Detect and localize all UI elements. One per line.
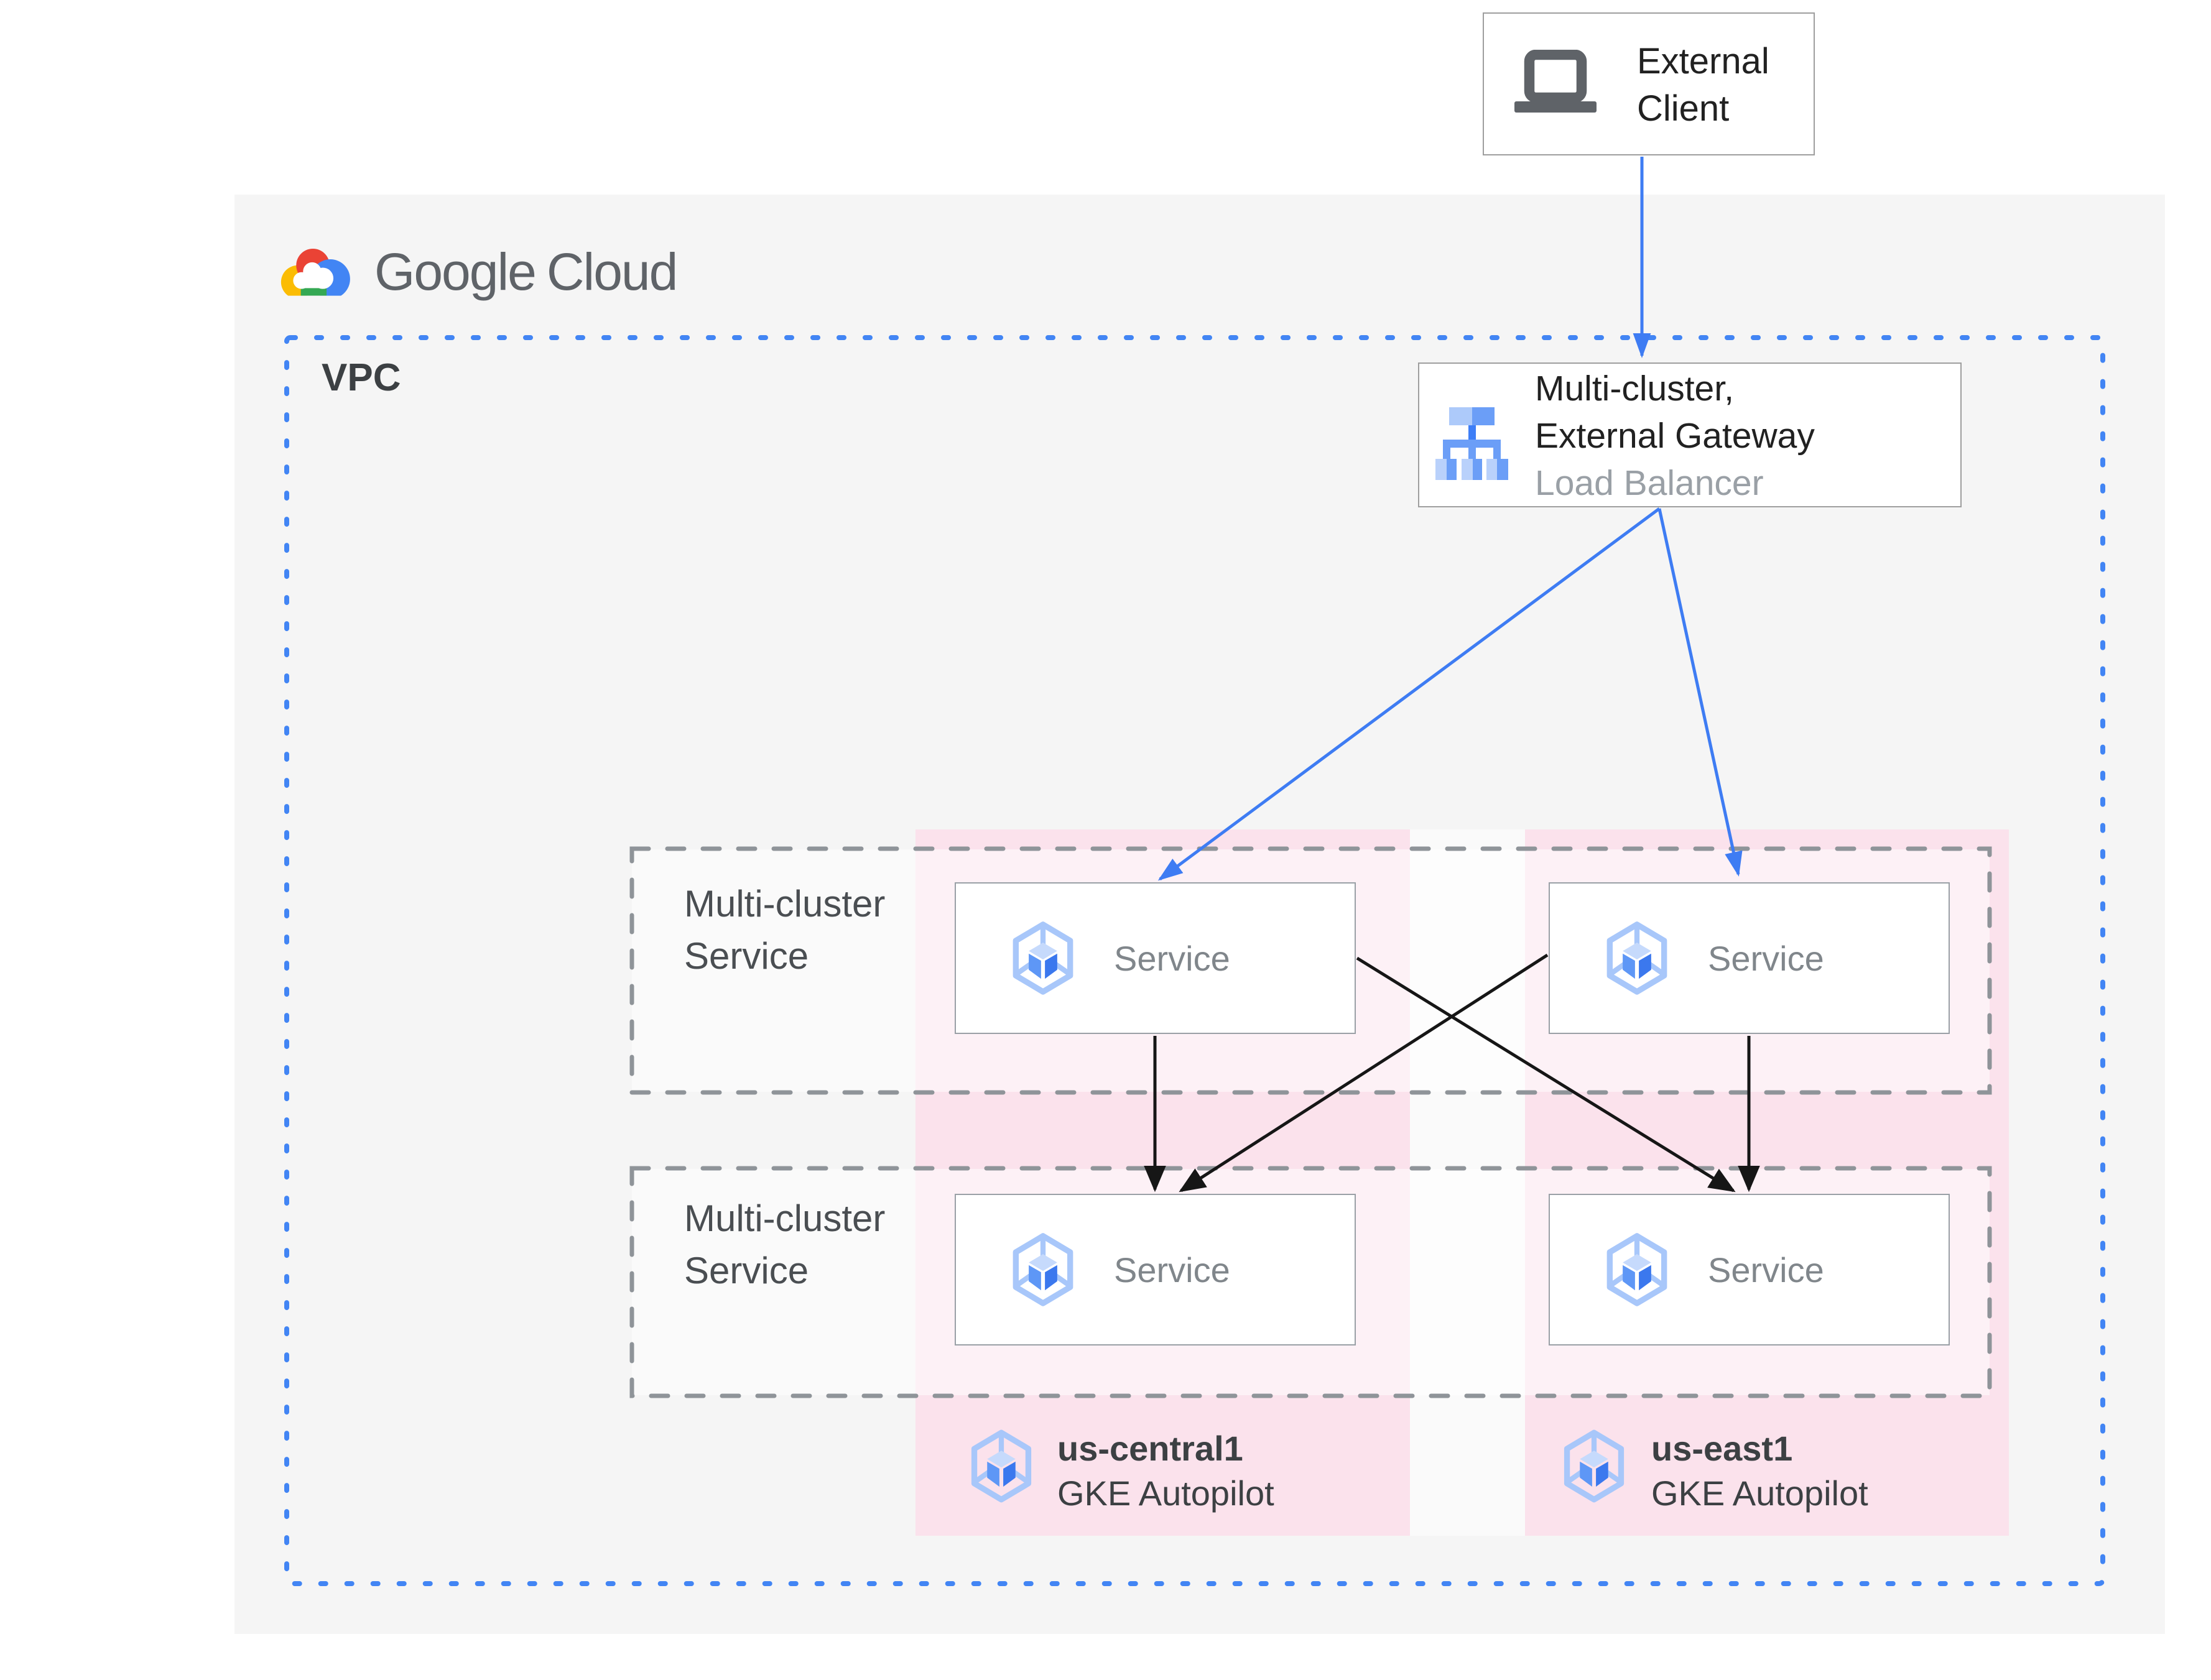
load-balancer-label: Multi-cluster, External Gateway Load Bal… — [1535, 365, 1815, 507]
region-name: us-east1 — [1651, 1429, 1793, 1468]
cluster-label-us-east1: us-east1 GKE Autopilot — [1651, 1426, 1868, 1516]
service-label: Service — [1114, 938, 1230, 978]
service-label: Service — [1708, 938, 1824, 978]
service-label: Service — [1114, 1250, 1230, 1290]
group-label-line2: Service — [684, 935, 809, 977]
external-client-box: External Client — [1483, 12, 1815, 155]
service-box-central-2: Service — [955, 1194, 1356, 1345]
group-label-line2: Service — [684, 1250, 809, 1291]
service-box-central-1: Service — [955, 882, 1356, 1034]
gke-cluster-icon — [969, 1429, 1034, 1503]
gke-service-icon — [1605, 920, 1669, 996]
external-client-line1: External — [1637, 41, 1769, 81]
group-label-line1: Multi-cluster — [684, 883, 886, 925]
gke-service-icon — [1605, 1232, 1669, 1308]
load-balancer-title-line1: Multi-cluster, — [1535, 369, 1734, 408]
brand-cloud: Cloud — [546, 242, 678, 301]
load-balancer-box: Multi-cluster, External Gateway Load Bal… — [1418, 362, 1962, 507]
laptop-icon — [1514, 50, 1597, 113]
service-group-1-label: Multi-cluster Service — [684, 878, 885, 982]
vpc-label: VPC — [322, 356, 401, 399]
load-balancer-icon — [1435, 407, 1508, 480]
cluster-label-us-central1: us-central1 GKE Autopilot — [1057, 1426, 1274, 1516]
load-balancer-subtitle: Load Balancer — [1535, 463, 1764, 503]
platform-name: GKE Autopilot — [1651, 1474, 1868, 1513]
service-box-east-1: Service — [1549, 882, 1950, 1034]
brand-google: Google — [374, 242, 537, 301]
gke-service-icon — [1011, 920, 1075, 996]
load-balancer-title-line2: External Gateway — [1535, 416, 1815, 456]
region-name: us-central1 — [1057, 1429, 1243, 1468]
external-client-line2: Client — [1637, 88, 1730, 129]
service-label: Service — [1708, 1250, 1824, 1290]
platform-name: GKE Autopilot — [1057, 1474, 1274, 1513]
google-cloud-logo-icon — [278, 248, 354, 303]
gke-service-icon — [1011, 1232, 1075, 1308]
group-label-line1: Multi-cluster — [684, 1198, 886, 1239]
external-client-label: External Client — [1637, 38, 1769, 132]
service-box-east-2: Service — [1549, 1194, 1950, 1345]
service-group-2-label: Multi-cluster Service — [684, 1193, 885, 1297]
gke-cluster-icon — [1562, 1429, 1626, 1503]
